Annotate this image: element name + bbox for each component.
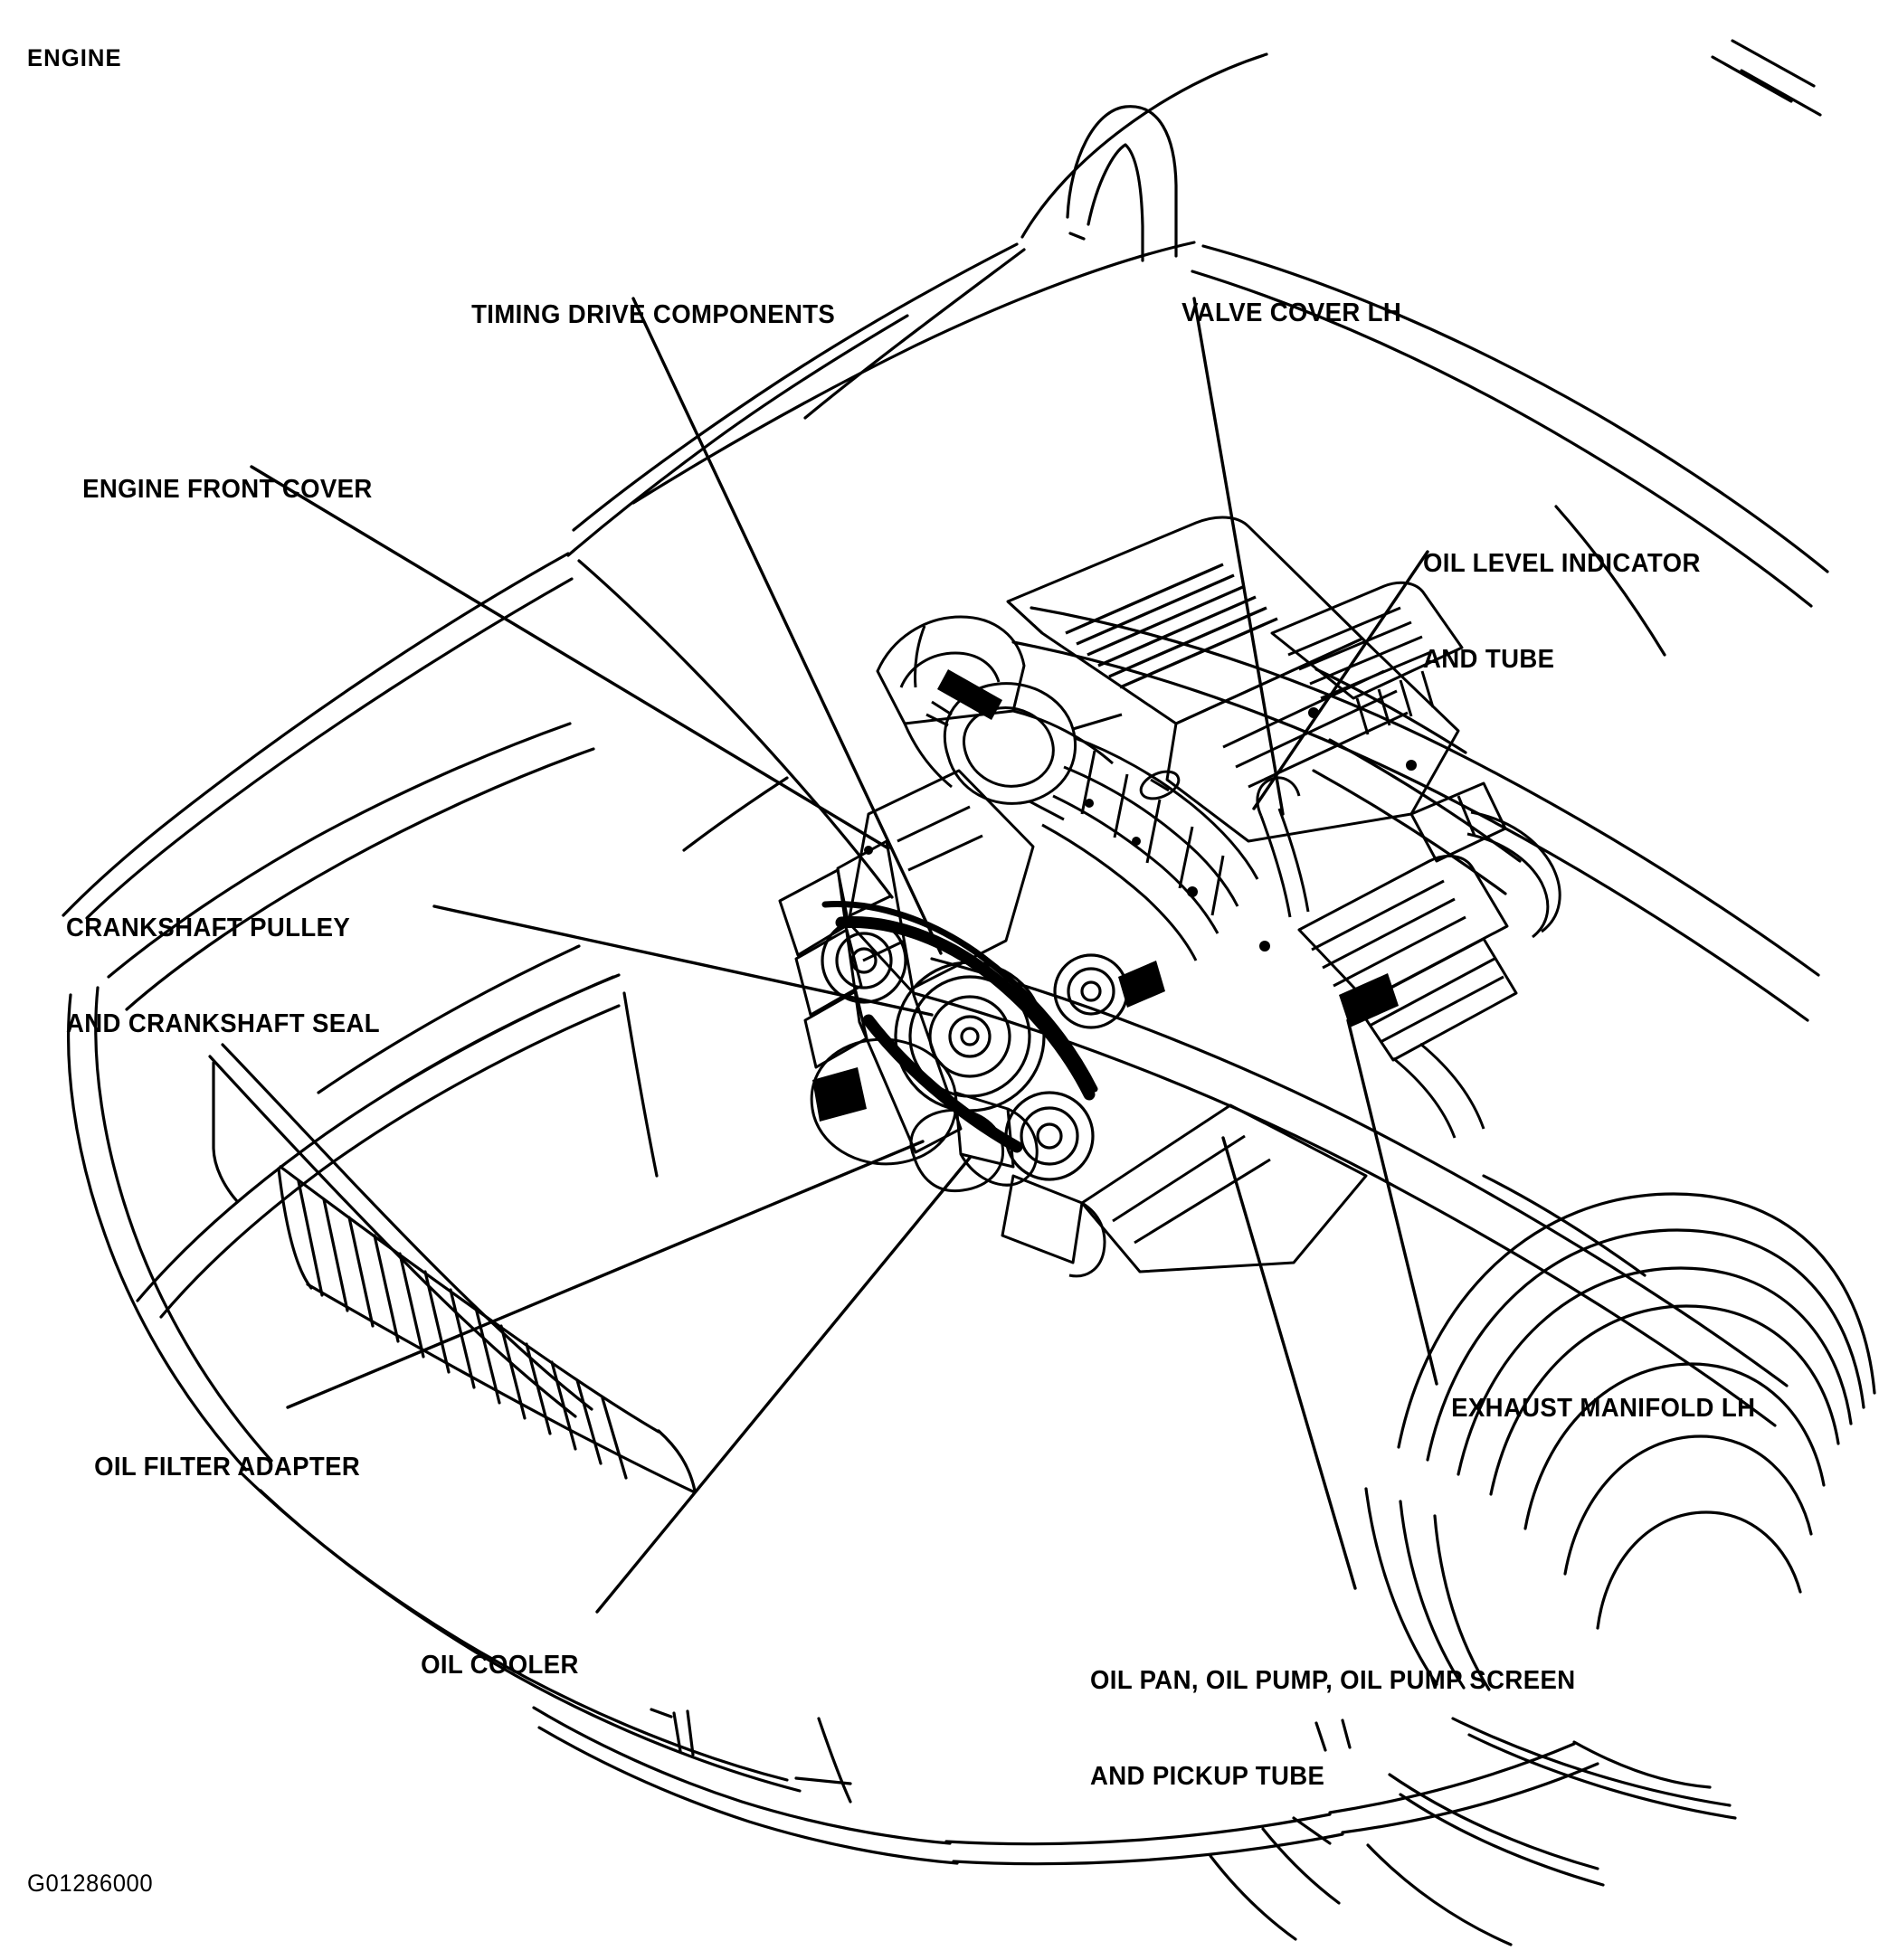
callout-line: CRANKSHAFT PULLEY — [66, 913, 351, 942]
leader-crankshaft-pulley — [432, 904, 934, 1017]
vehicle-body-outline — [62, 39, 1876, 1946]
callout-label-oil-pan-pump: OIL PAN, OIL PUMP, OIL PUMP SCREEN AND P… — [1090, 1601, 1575, 1825]
callout-line: OIL COOLER — [421, 1651, 579, 1681]
page-title: ENGINE — [27, 44, 122, 71]
callout-line: EXHAUST MANIFOLD LH — [1451, 1394, 1756, 1424]
callout-line: OIL FILTER ADAPTER — [94, 1453, 361, 1482]
leader-oil-cooler — [595, 1156, 972, 1614]
leader-timing-drive-components — [631, 297, 943, 955]
callout-label-engine-front-cover: ENGINE FRONT COVER — [68, 442, 373, 507]
leader-oil-pan — [1221, 1136, 1357, 1590]
callout-label-oil-filter-adapter: OIL FILTER ADAPTER — [80, 1420, 360, 1484]
callout-label-oil-level-indicator: OIL LEVEL INDICATOR AND TUBE — [1423, 484, 1701, 708]
callout-leader-lines — [250, 297, 1438, 1614]
leader-engine-front-cover — [250, 465, 890, 850]
callout-label-crankshaft-pulley: CRANKSHAFT PULLEY AND CRANKSHAFT SEAL — [66, 848, 380, 1073]
callout-label-exhaust-manifold-lh: EXHAUST MANIFOLD LH — [1437, 1361, 1755, 1425]
callout-line: AND TUBE — [1423, 644, 1555, 674]
figure-id-code: G01286000 — [27, 1870, 154, 1897]
callout-line: AND CRANKSHAFT SEAL — [66, 1008, 381, 1038]
callout-line: VALVE COVER LH — [1181, 298, 1402, 328]
callout-line: TIMING DRIVE COMPONENTS — [471, 300, 836, 330]
leader-oil-level-indicator — [1252, 550, 1429, 810]
callout-line: ENGINE FRONT COVER — [82, 475, 373, 505]
engine-assembly-illustration — [778, 516, 1561, 1278]
callout-line: OIL PAN, OIL PUMP, OIL PUMP SCREEN — [1090, 1665, 1576, 1695]
leader-oil-filter-adapter — [286, 1140, 925, 1409]
callout-line: AND PICKUP TUBE — [1090, 1761, 1325, 1791]
leader-exhaust-manifold-lh — [1346, 1018, 1438, 1386]
callout-label-oil-cooler: OIL COOLER — [406, 1618, 579, 1682]
callout-line: OIL LEVEL INDICATOR — [1423, 548, 1701, 578]
leader-valve-cover-lh — [1192, 297, 1285, 816]
callout-label-valve-cover-lh: VALVE COVER LH — [1167, 266, 1401, 330]
callout-label-timing-drive-components: TIMING DRIVE COMPONENTS — [457, 268, 835, 332]
